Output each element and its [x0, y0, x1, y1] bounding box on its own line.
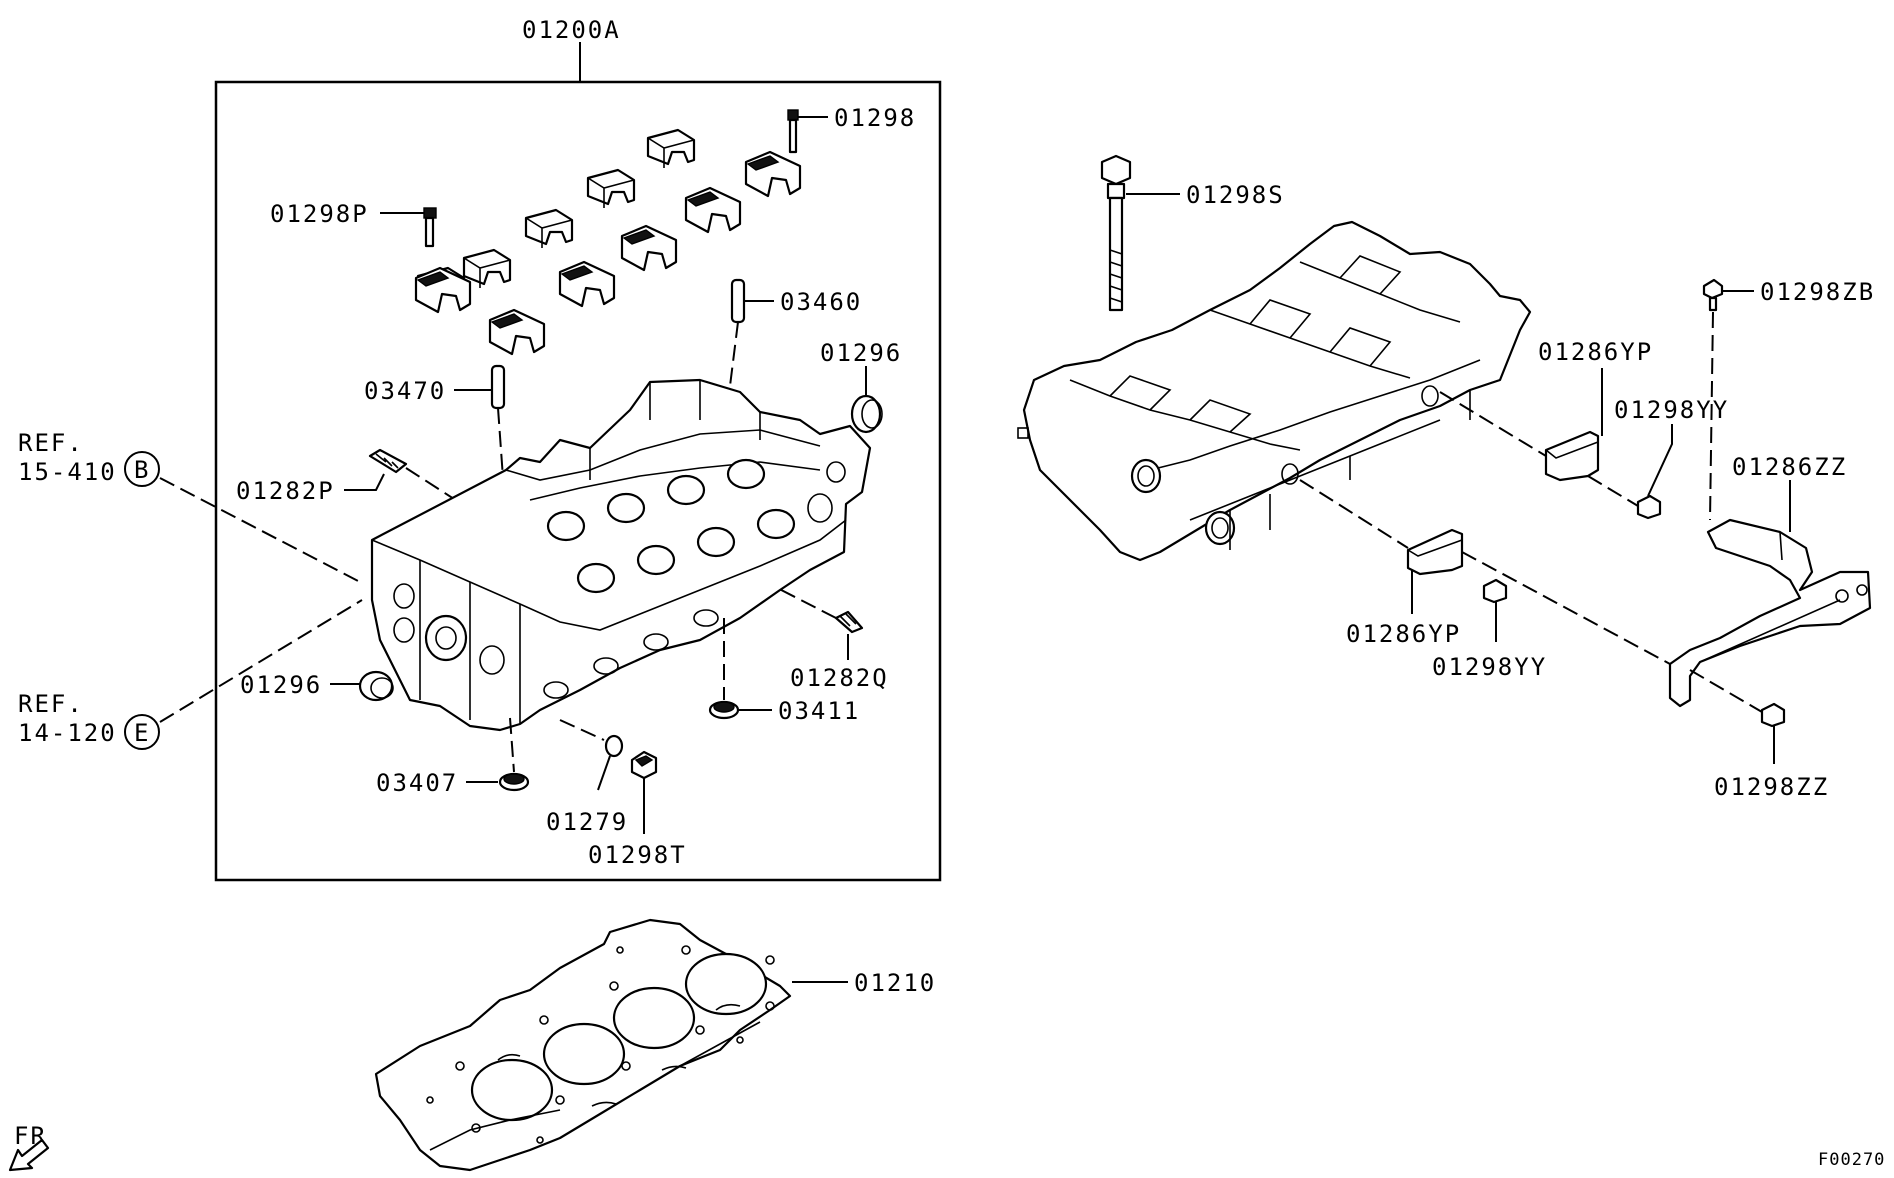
bracket-01286yp-top — [1544, 430, 1600, 482]
dash-bracket-zz — [1461, 551, 1671, 665]
ref-b-line1: REF. — [18, 429, 84, 457]
ref-e-letter: E — [134, 719, 150, 747]
bracket-01286yp-bottom — [1406, 528, 1464, 576]
ref-e-circle[interactable] — [124, 714, 160, 750]
dash-01286yp-bottom — [1299, 479, 1409, 549]
label-bolt-t: 01298T — [588, 841, 687, 869]
bolt-01298zb — [1702, 278, 1724, 312]
bolt-01298yy-bottom — [1482, 578, 1508, 604]
dash-01279 — [559, 719, 605, 741]
leader-01282p — [344, 473, 385, 491]
cylinder-head — [370, 378, 872, 732]
dash-01298zb — [1709, 311, 1714, 521]
ref-e-line2: 14-120 — [18, 719, 117, 747]
bolt-01298yy-top — [1636, 494, 1662, 520]
bracket-01286zz — [1668, 518, 1872, 708]
label-seal-top: 01296 — [820, 339, 902, 367]
cap-bolt-01298p — [423, 207, 437, 248]
label-stud-q: 01282Q — [790, 664, 889, 692]
label-bolt-yy-bottom: 01298YY — [1432, 653, 1547, 681]
dash-01298zz — [1689, 669, 1763, 713]
stud-01282p — [368, 448, 408, 474]
head-gasket-01210 — [374, 918, 792, 1172]
seal-01296-left — [358, 670, 394, 702]
bolt-01298zz — [1760, 702, 1786, 728]
ref-e-line1: REF. — [18, 690, 84, 718]
label-pin-03460: 03460 — [780, 288, 862, 316]
label-assembly: 01200A — [522, 16, 621, 44]
label-bolt-yy-top: 01298YY — [1614, 396, 1729, 424]
label-bolt-zb: 01298ZB — [1760, 278, 1875, 306]
label-head-gasket: 01210 — [854, 969, 936, 997]
ref-e-line — [159, 599, 363, 723]
cap-bolt-01298 — [787, 109, 799, 154]
label-bracket-yp-bottom: 01286YP — [1346, 620, 1461, 648]
bolt-01298t — [630, 750, 658, 780]
label-bracket-zz: 01286ZZ — [1732, 453, 1847, 481]
cylinder-head-side — [1017, 220, 1532, 562]
ref-b-line — [159, 477, 361, 583]
label-bolt-zz: 01298ZZ — [1714, 773, 1829, 801]
label-head-bolt: 01298S — [1186, 181, 1285, 209]
ref-b-circle[interactable] — [124, 451, 160, 487]
leader-01279 — [597, 755, 611, 791]
dash-01286yp-top — [1439, 391, 1547, 457]
label-bracket-yp-top: 01286YP — [1538, 338, 1653, 366]
stud-01282q — [834, 610, 864, 634]
dash-01298yy-top — [1587, 475, 1639, 507]
ref-b-line2: 15-410 — [18, 458, 117, 486]
label-bolt-cap: 01298 — [834, 104, 916, 132]
ref-b-letter: B — [134, 456, 150, 484]
label-gasket-01279: 01279 — [546, 808, 628, 836]
plug-03411 — [708, 700, 740, 720]
dash-03407 — [509, 717, 515, 773]
front-arrow-icon — [8, 1138, 50, 1172]
assembly-frame — [214, 80, 942, 882]
dowel-pin-03470 — [490, 364, 506, 410]
label-bolt-cap-p: 01298P — [270, 200, 369, 228]
leader-01298yy-top — [1647, 424, 1673, 497]
label-pin-03470: 03470 — [364, 377, 446, 405]
seal-01296-top — [850, 394, 883, 434]
gasket-01279 — [604, 734, 624, 758]
dowel-pin-03460 — [730, 278, 746, 324]
label-seal-left: 01296 — [240, 671, 322, 699]
label-stud-p: 01282P — [236, 477, 335, 505]
label-plug-03411: 03411 — [778, 697, 860, 725]
figure-code: F00270 — [1818, 1150, 1885, 1170]
label-plug-03407: 03407 — [376, 769, 458, 797]
plug-03407 — [498, 772, 530, 792]
head-bolt-01298s — [1100, 154, 1132, 312]
camshaft-caps — [414, 128, 802, 356]
